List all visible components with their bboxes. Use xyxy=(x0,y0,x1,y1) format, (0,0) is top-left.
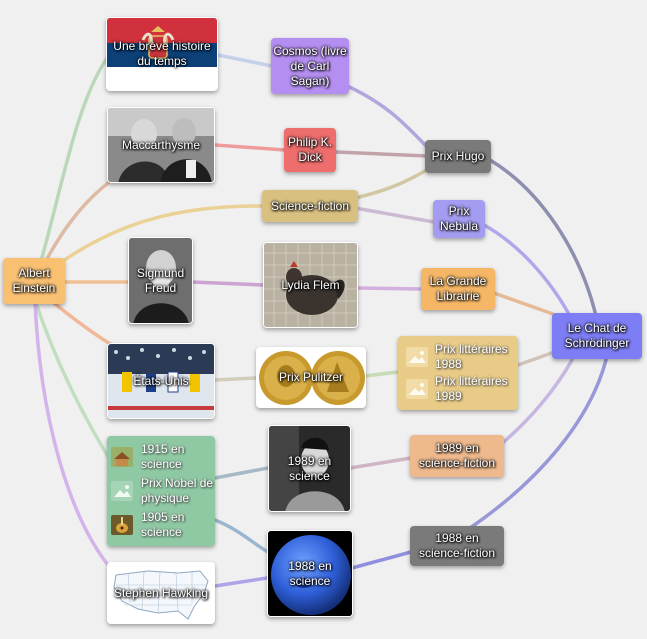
edge-maccarthysme-dick xyxy=(213,143,287,152)
list-item-prix-1988[interactable]: Prix littéraires 1988 xyxy=(406,342,519,372)
edge-grande-chat xyxy=(492,291,555,316)
node-prix-pulitzer[interactable]: Prix Pulitzer xyxy=(256,347,366,408)
edge-einstein-etats xyxy=(48,298,114,347)
image-placeholder-icon xyxy=(111,481,133,501)
node-prix-hugo[interactable]: Prix Hugo xyxy=(425,140,491,173)
list-item-prix-nobel-de-physique[interactable]: Prix Nobel de physique xyxy=(111,476,215,506)
edge-einstein-breve xyxy=(33,52,112,284)
edge-einstein-science xyxy=(33,298,112,462)
edge-freud-flem xyxy=(190,280,265,287)
usa-map-image xyxy=(108,563,214,623)
list-prix-litteraires[interactable]: Prix littéraires 1988 Prix littéraires 1… xyxy=(398,336,518,410)
node-1988-en-science-fiction[interactable]: 1988 en science-fiction xyxy=(410,526,504,566)
edge-science-sci1988 xyxy=(213,518,270,554)
node-sigmund-freud[interactable]: Sigmund Freud xyxy=(128,237,193,324)
portrait-1989-photo xyxy=(269,426,350,511)
image-placeholder-icon xyxy=(406,379,428,399)
node-1988-en-science[interactable]: 1988 en science xyxy=(267,530,353,617)
node-la-grande-librairie[interactable]: La Grande Librairie xyxy=(421,268,495,310)
node-le-chat-de-schrodinger[interactable]: Le Chat de Schrödinger xyxy=(552,313,642,359)
node-stephen-hawking[interactable]: Stephen Hawking xyxy=(107,562,215,624)
list-item-prix-1989[interactable]: Prix littéraires 1989 xyxy=(406,374,519,404)
node-albert-einstein[interactable]: Albert Einstein xyxy=(3,258,65,304)
node-science-fiction[interactable]: Science-fiction xyxy=(262,190,358,222)
edge-etats-pulitzer xyxy=(213,376,258,382)
node-lydia-flem[interactable]: Lydia Flem xyxy=(263,242,358,328)
edge-dick-hugo xyxy=(334,150,429,158)
maccarthysme-photo xyxy=(108,108,214,182)
freud-portrait xyxy=(129,238,192,323)
edge-science-sci1989 xyxy=(213,466,270,480)
hen-photo xyxy=(264,243,357,327)
edge-sci1988-sf1988 xyxy=(350,550,413,570)
house-thumbnail-icon xyxy=(111,447,133,467)
edge-hawking-sci1988 xyxy=(213,576,269,588)
node-philip-k-dick[interactable]: Philip K. Dick xyxy=(284,128,336,172)
edge-hugo-chat xyxy=(488,158,598,318)
hockey-photo xyxy=(108,344,214,418)
edge-cosmos-hugo xyxy=(343,83,432,152)
edge-pulitzer-prix xyxy=(363,370,400,378)
edge-sf1989-chat xyxy=(498,358,574,447)
edge-flem-grande xyxy=(356,286,423,291)
node-etats-unis[interactable]: États-Unis xyxy=(107,343,215,419)
edge-sf1988-chat xyxy=(468,358,608,530)
node-prix-nebula[interactable]: Prix Nebula xyxy=(433,200,485,238)
edge-einstein-hawking xyxy=(33,298,114,572)
serbian-flag-image xyxy=(107,18,217,90)
node-1989-en-science-fiction[interactable]: 1989 en science-fiction xyxy=(410,435,504,477)
node-une-breve-histoire-du-temps[interactable]: Une brève histoire du temps xyxy=(106,17,218,91)
guitar-thumbnail-icon xyxy=(111,515,133,535)
list-item-1915-en-science[interactable]: 1915 en science xyxy=(111,442,211,472)
edge-breve-cosmos xyxy=(216,53,274,68)
node-cosmos[interactable]: Cosmos (livre de Carl Sagan) xyxy=(271,38,349,94)
list-science[interactable]: 1915 en science Prix Nobel de physique 1… xyxy=(107,436,215,546)
list-item-1905-en-science[interactable]: 1905 en science xyxy=(111,510,211,540)
image-placeholder-icon xyxy=(406,347,428,367)
edge-nebula-chat xyxy=(482,223,572,318)
pulitzer-medal-image xyxy=(257,348,365,407)
edge-scifi-nebula xyxy=(353,206,436,224)
node-maccarthysme[interactable]: Maccarthysme xyxy=(107,107,215,183)
node-1989-en-science[interactable]: 1989 en science xyxy=(268,425,351,512)
edge-scifi-hugo xyxy=(353,166,432,200)
edge-sci1989-sf1989 xyxy=(348,456,413,470)
neptune-image xyxy=(268,531,352,616)
